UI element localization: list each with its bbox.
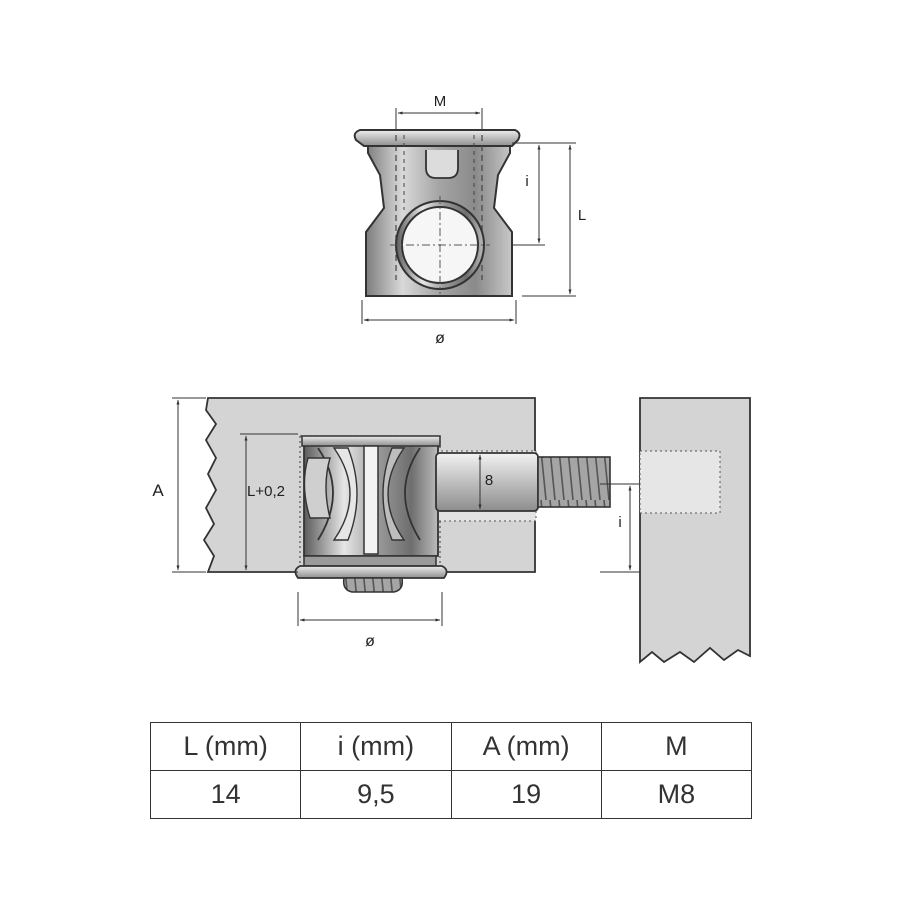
dim-diameter-side-label: ø [365, 633, 375, 650]
dim-l-plus-label: L+0,2 [247, 483, 285, 500]
dim-diameter-label: ø [435, 330, 445, 347]
bolt-thread [537, 456, 611, 508]
right-panel [639, 397, 751, 664]
flange [353, 129, 521, 147]
cam-flange [294, 565, 448, 579]
value-a: 19 [450, 770, 602, 819]
dim-i-side-label: i [618, 514, 621, 531]
side-view: A L+0,2 8 i ø [152, 397, 751, 664]
spec-table: L (mm) i (mm) A (mm) M 14 9,5 19 M8 [149, 722, 753, 819]
top-view: M i L ø [353, 93, 586, 347]
dim-l-label: L [578, 207, 586, 224]
dim-i-label: i [525, 173, 528, 190]
header-i: i (mm) [300, 722, 452, 771]
value-i: 9,5 [300, 770, 452, 819]
spec-value-row: 14 9,5 19 M8 [149, 770, 753, 819]
dim-m-label: M [434, 93, 447, 110]
header-a: A (mm) [450, 722, 602, 771]
dim-8-label: 8 [485, 472, 493, 489]
header-m: M [600, 722, 753, 771]
value-l: 14 [149, 770, 302, 819]
value-m: M8 [600, 770, 753, 819]
spec-header-row: L (mm) i (mm) A (mm) M [149, 722, 753, 771]
header-l: L (mm) [149, 722, 302, 771]
dim-a-label: A [152, 481, 164, 500]
